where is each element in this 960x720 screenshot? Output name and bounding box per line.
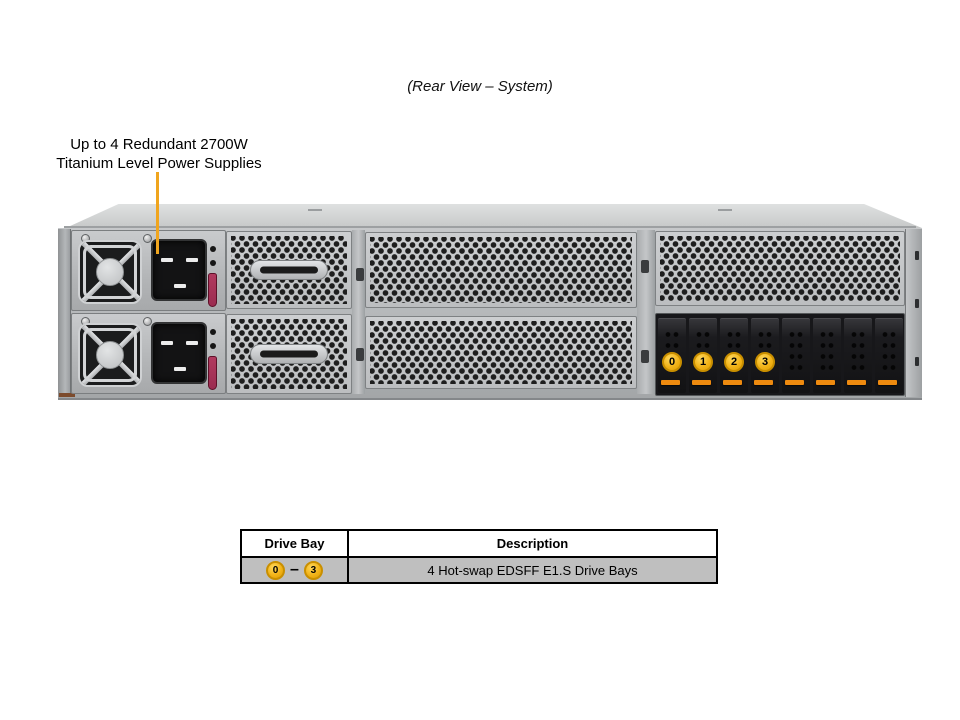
edsff-drive-bay-area: 0 1 2 3	[655, 313, 905, 396]
psu-led	[210, 343, 216, 349]
inlet-prong-slot	[161, 341, 173, 345]
left-rack-ear	[58, 229, 71, 397]
psu-led	[210, 260, 216, 266]
psu-led	[210, 246, 216, 252]
drive-bay-latch	[847, 380, 866, 385]
table-header-row: Drive Bay Description	[242, 531, 716, 556]
latch-mark	[356, 348, 364, 361]
drive-bay-3: 3	[751, 318, 779, 393]
bay-range-start-badge: 0	[266, 560, 286, 580]
chassis-rear-face: 0 1 2 3	[58, 228, 922, 400]
drive-bay-latch	[692, 380, 711, 385]
drive-bay-1: 1	[689, 318, 717, 393]
psu-release-tab	[208, 356, 217, 390]
panel-divider	[352, 230, 365, 394]
drive-bay-badge: 1	[693, 352, 713, 372]
drive-bay-badge: 2	[724, 352, 744, 372]
callout-pointer-line	[156, 172, 159, 254]
drive-bay-0: 0	[658, 318, 686, 393]
drive-bay	[813, 318, 841, 393]
bracket-slot	[915, 299, 919, 308]
bay-range-dash: –	[290, 561, 299, 578]
fan-guard-ring	[83, 328, 137, 382]
server-rear-chassis: 0 1 2 3	[58, 204, 922, 400]
psu-blank-bay-1	[226, 231, 352, 309]
description-cell: 4 Hot-swap EDSFF E1.S Drive Bays	[427, 562, 638, 578]
inlet-prong-slot	[186, 341, 198, 345]
drive-bay-latch	[754, 380, 773, 385]
right-edge-bracket	[905, 229, 922, 397]
bay-range-end-badge: 3	[303, 560, 323, 580]
vent-panel-right-top	[655, 231, 905, 306]
ac-power-inlet	[151, 322, 207, 384]
chassis-top-rim	[64, 226, 916, 229]
latch-mark	[356, 268, 364, 281]
inlet-prong-slot	[174, 284, 186, 288]
drive-bay-badge: 0	[662, 352, 682, 372]
bay-handle	[250, 344, 328, 364]
screw-icon	[143, 317, 152, 326]
bracket-slot	[915, 357, 919, 366]
drive-bay-badge: 3	[755, 352, 775, 372]
fan-hub	[96, 258, 124, 286]
drive-bay-latch	[878, 380, 897, 385]
drive-bay-2: 2	[720, 318, 748, 393]
vent-panel-middle-top	[365, 232, 637, 308]
drive-bay-latch	[723, 380, 742, 385]
table-data-row: 0 – 3 4 Hot-swap EDSFF E1.S Drive Bays	[242, 556, 716, 582]
fan-hub	[96, 341, 124, 369]
inlet-prong-slot	[161, 258, 173, 262]
drive-bay-latch	[661, 380, 680, 385]
screw-icon	[143, 234, 152, 243]
bracket-slot	[915, 251, 919, 260]
rack-ear-foot	[59, 393, 75, 397]
psu-callout-line2: Titanium Level Power Supplies	[56, 155, 262, 172]
inlet-prong-slot	[174, 367, 186, 371]
ac-power-inlet	[151, 239, 207, 301]
vent-panel-middle-bottom	[365, 316, 637, 389]
psu-callout-line1: Up to 4 Redundant 2700W	[70, 136, 248, 153]
psu-led	[210, 329, 216, 335]
fan-guard-ring	[83, 245, 137, 299]
chassis-top-seam	[718, 209, 732, 211]
power-supply-unit-1	[71, 230, 226, 311]
inlet-prong-slot	[186, 258, 198, 262]
bay-range-cell: 0 – 3	[242, 558, 349, 582]
chassis-top-surface	[65, 204, 922, 228]
power-supply-unit-2	[71, 313, 226, 394]
drive-bay-latch	[785, 380, 804, 385]
drive-bay-table: Drive Bay Description 0 – 3 4 Hot-swap E…	[240, 529, 718, 584]
psu-callout-label: Up to 4 Redundant 2700W Titanium Level P…	[28, 135, 290, 173]
drive-bay	[875, 318, 903, 393]
psu-fan	[78, 323, 142, 387]
bay-handle	[250, 260, 328, 280]
latch-mark	[641, 350, 649, 363]
drive-bay-latch	[816, 380, 835, 385]
latch-mark	[641, 260, 649, 273]
psu-fan	[78, 240, 142, 304]
panel-divider	[637, 230, 655, 394]
psu-blank-bay-2	[226, 314, 352, 394]
chassis-top-seam	[308, 209, 322, 211]
psu-release-tab	[208, 273, 217, 307]
description-header-cell: Description	[496, 536, 569, 551]
drive-bay-header-cell: Drive Bay	[242, 531, 349, 556]
drive-bay	[782, 318, 810, 393]
drive-bay	[844, 318, 872, 393]
figure-title: (Rear View – System)	[407, 78, 553, 95]
